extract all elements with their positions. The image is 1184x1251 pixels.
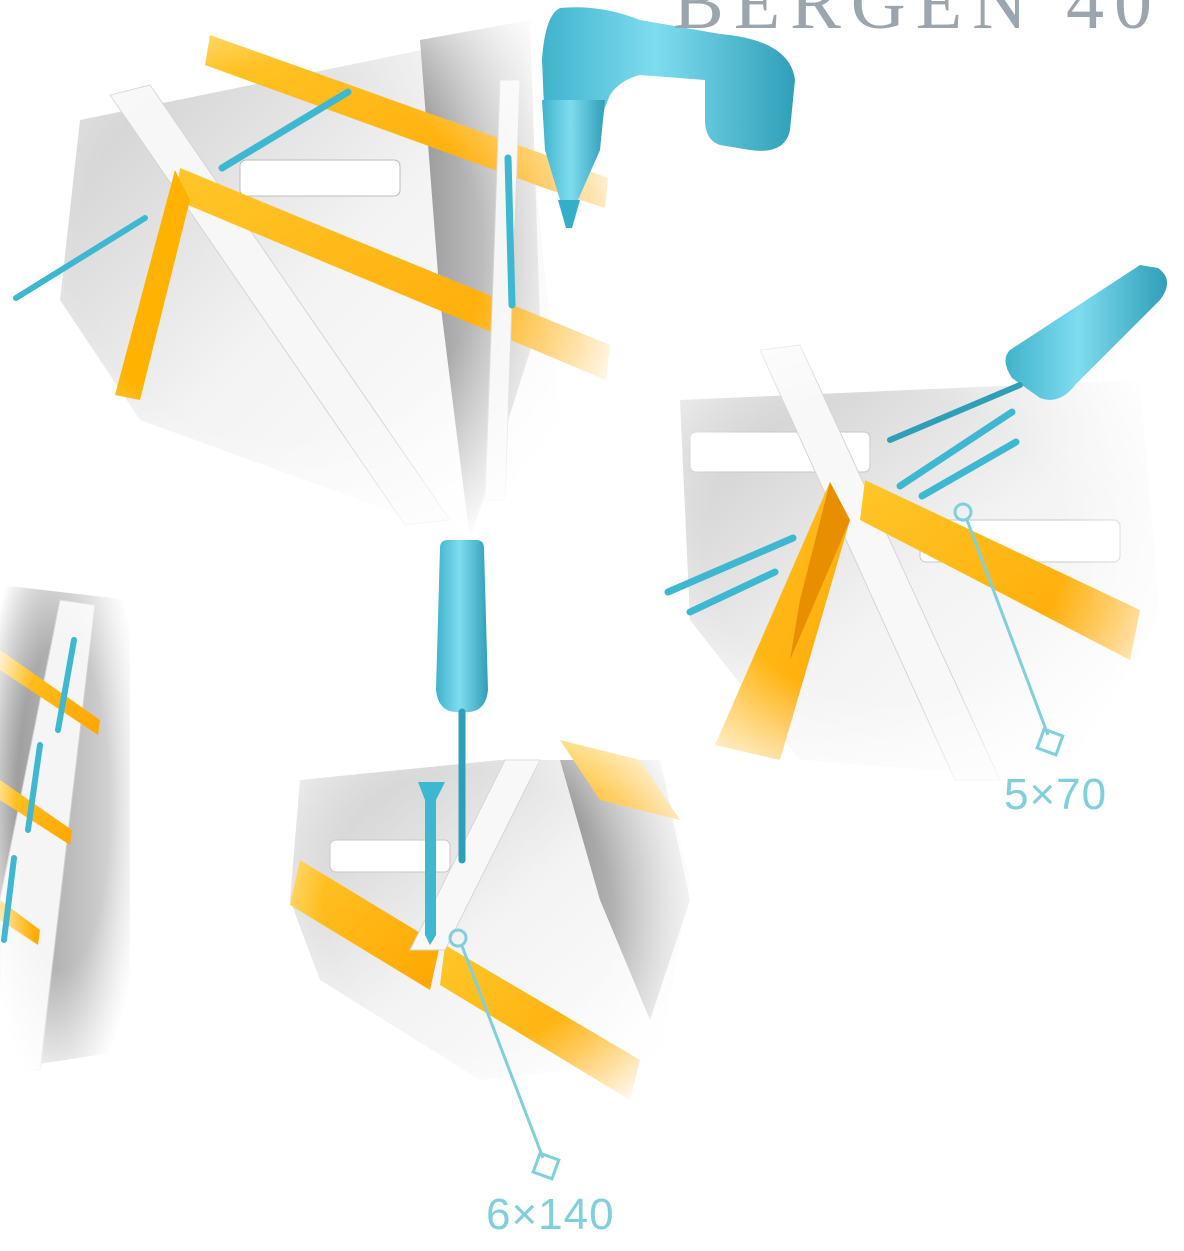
left-edge-detail: [0, 580, 140, 1080]
page-title: BERGEN 40: [673, 0, 1162, 47]
screw-size-label-5x70: 5×70: [1004, 770, 1107, 820]
screw-size-label-6x140: 6×140: [486, 1190, 615, 1240]
screw-5x70-detail: [640, 265, 1184, 800]
